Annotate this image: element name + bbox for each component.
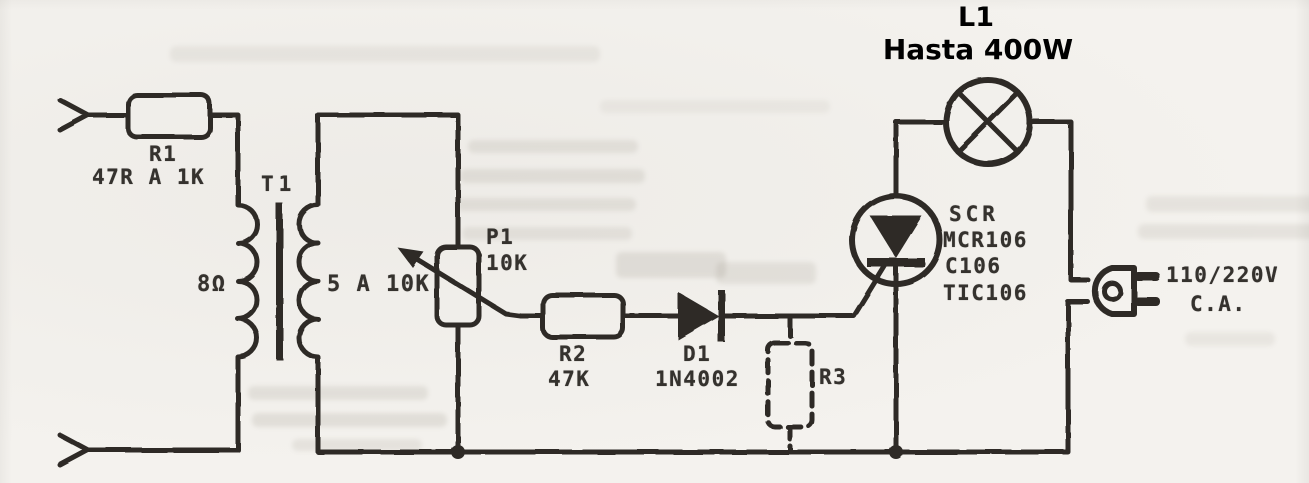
- label-scr-ref: SCR: [949, 202, 999, 226]
- potentiometer-p1-wiper-arrowhead: [398, 248, 424, 268]
- lamp-l1-cross: [955, 89, 1021, 155]
- label-t1-primary: 8Ω: [197, 272, 227, 297]
- label-t1-ref: T1: [261, 172, 297, 196]
- potentiometer-p1-wiper: [415, 257, 524, 319]
- label-l1-rating: Hasta 400W: [882, 33, 1074, 66]
- label-r2-ref: R2: [559, 342, 588, 366]
- ac-plug-prong-top: [1134, 272, 1160, 281]
- diode-d1-cathode-bar: [718, 290, 725, 342]
- ac-plug-hole: [1101, 280, 1123, 302]
- label-d1-value: 1N4002: [655, 367, 740, 391]
- label-r1-ref: R1: [149, 142, 178, 166]
- scr-cathode-bar: [867, 258, 925, 267]
- transformer-core: [276, 203, 283, 360]
- junction-dot: [889, 445, 903, 459]
- label-scr-part-3: TIC106: [943, 281, 1028, 305]
- label-p1-ref: P1: [486, 225, 515, 249]
- transformer-secondary-and-rail: [296, 112, 1091, 455]
- resistor-r3-symbol: [765, 340, 815, 430]
- label-l1-ref: L1: [958, 2, 994, 33]
- diode-d1-triangle: [678, 292, 719, 340]
- transformer-primary-coil: [83, 112, 260, 453]
- scr-anode-wire: [893, 119, 949, 199]
- label-plug-supply: C.A.: [1190, 292, 1247, 316]
- label-p1-value: 10K: [486, 251, 529, 275]
- label-r3-ref: R3: [819, 365, 848, 389]
- ac-plug-prong-bottom: [1134, 297, 1160, 306]
- label-plug-voltage: 110/220V: [1166, 263, 1280, 287]
- resistor-r1-symbol: [125, 92, 213, 140]
- junction-dot: [451, 445, 465, 459]
- label-r2-value: 47K: [548, 367, 591, 391]
- label-t1-secondary: 5 A 10K: [327, 272, 431, 297]
- resistor-r2-symbol: [540, 292, 626, 340]
- label-d1-ref: D1: [683, 342, 712, 366]
- label-scr-part-1: MCR106: [943, 228, 1028, 252]
- scr-triangle: [870, 216, 922, 258]
- label-scr-part-2: C106: [945, 254, 1002, 278]
- wire-lamp-to-plug: [1027, 119, 1091, 283]
- label-r1-value: 47R A 1K: [92, 165, 206, 189]
- ac-plug-body: [1091, 265, 1137, 317]
